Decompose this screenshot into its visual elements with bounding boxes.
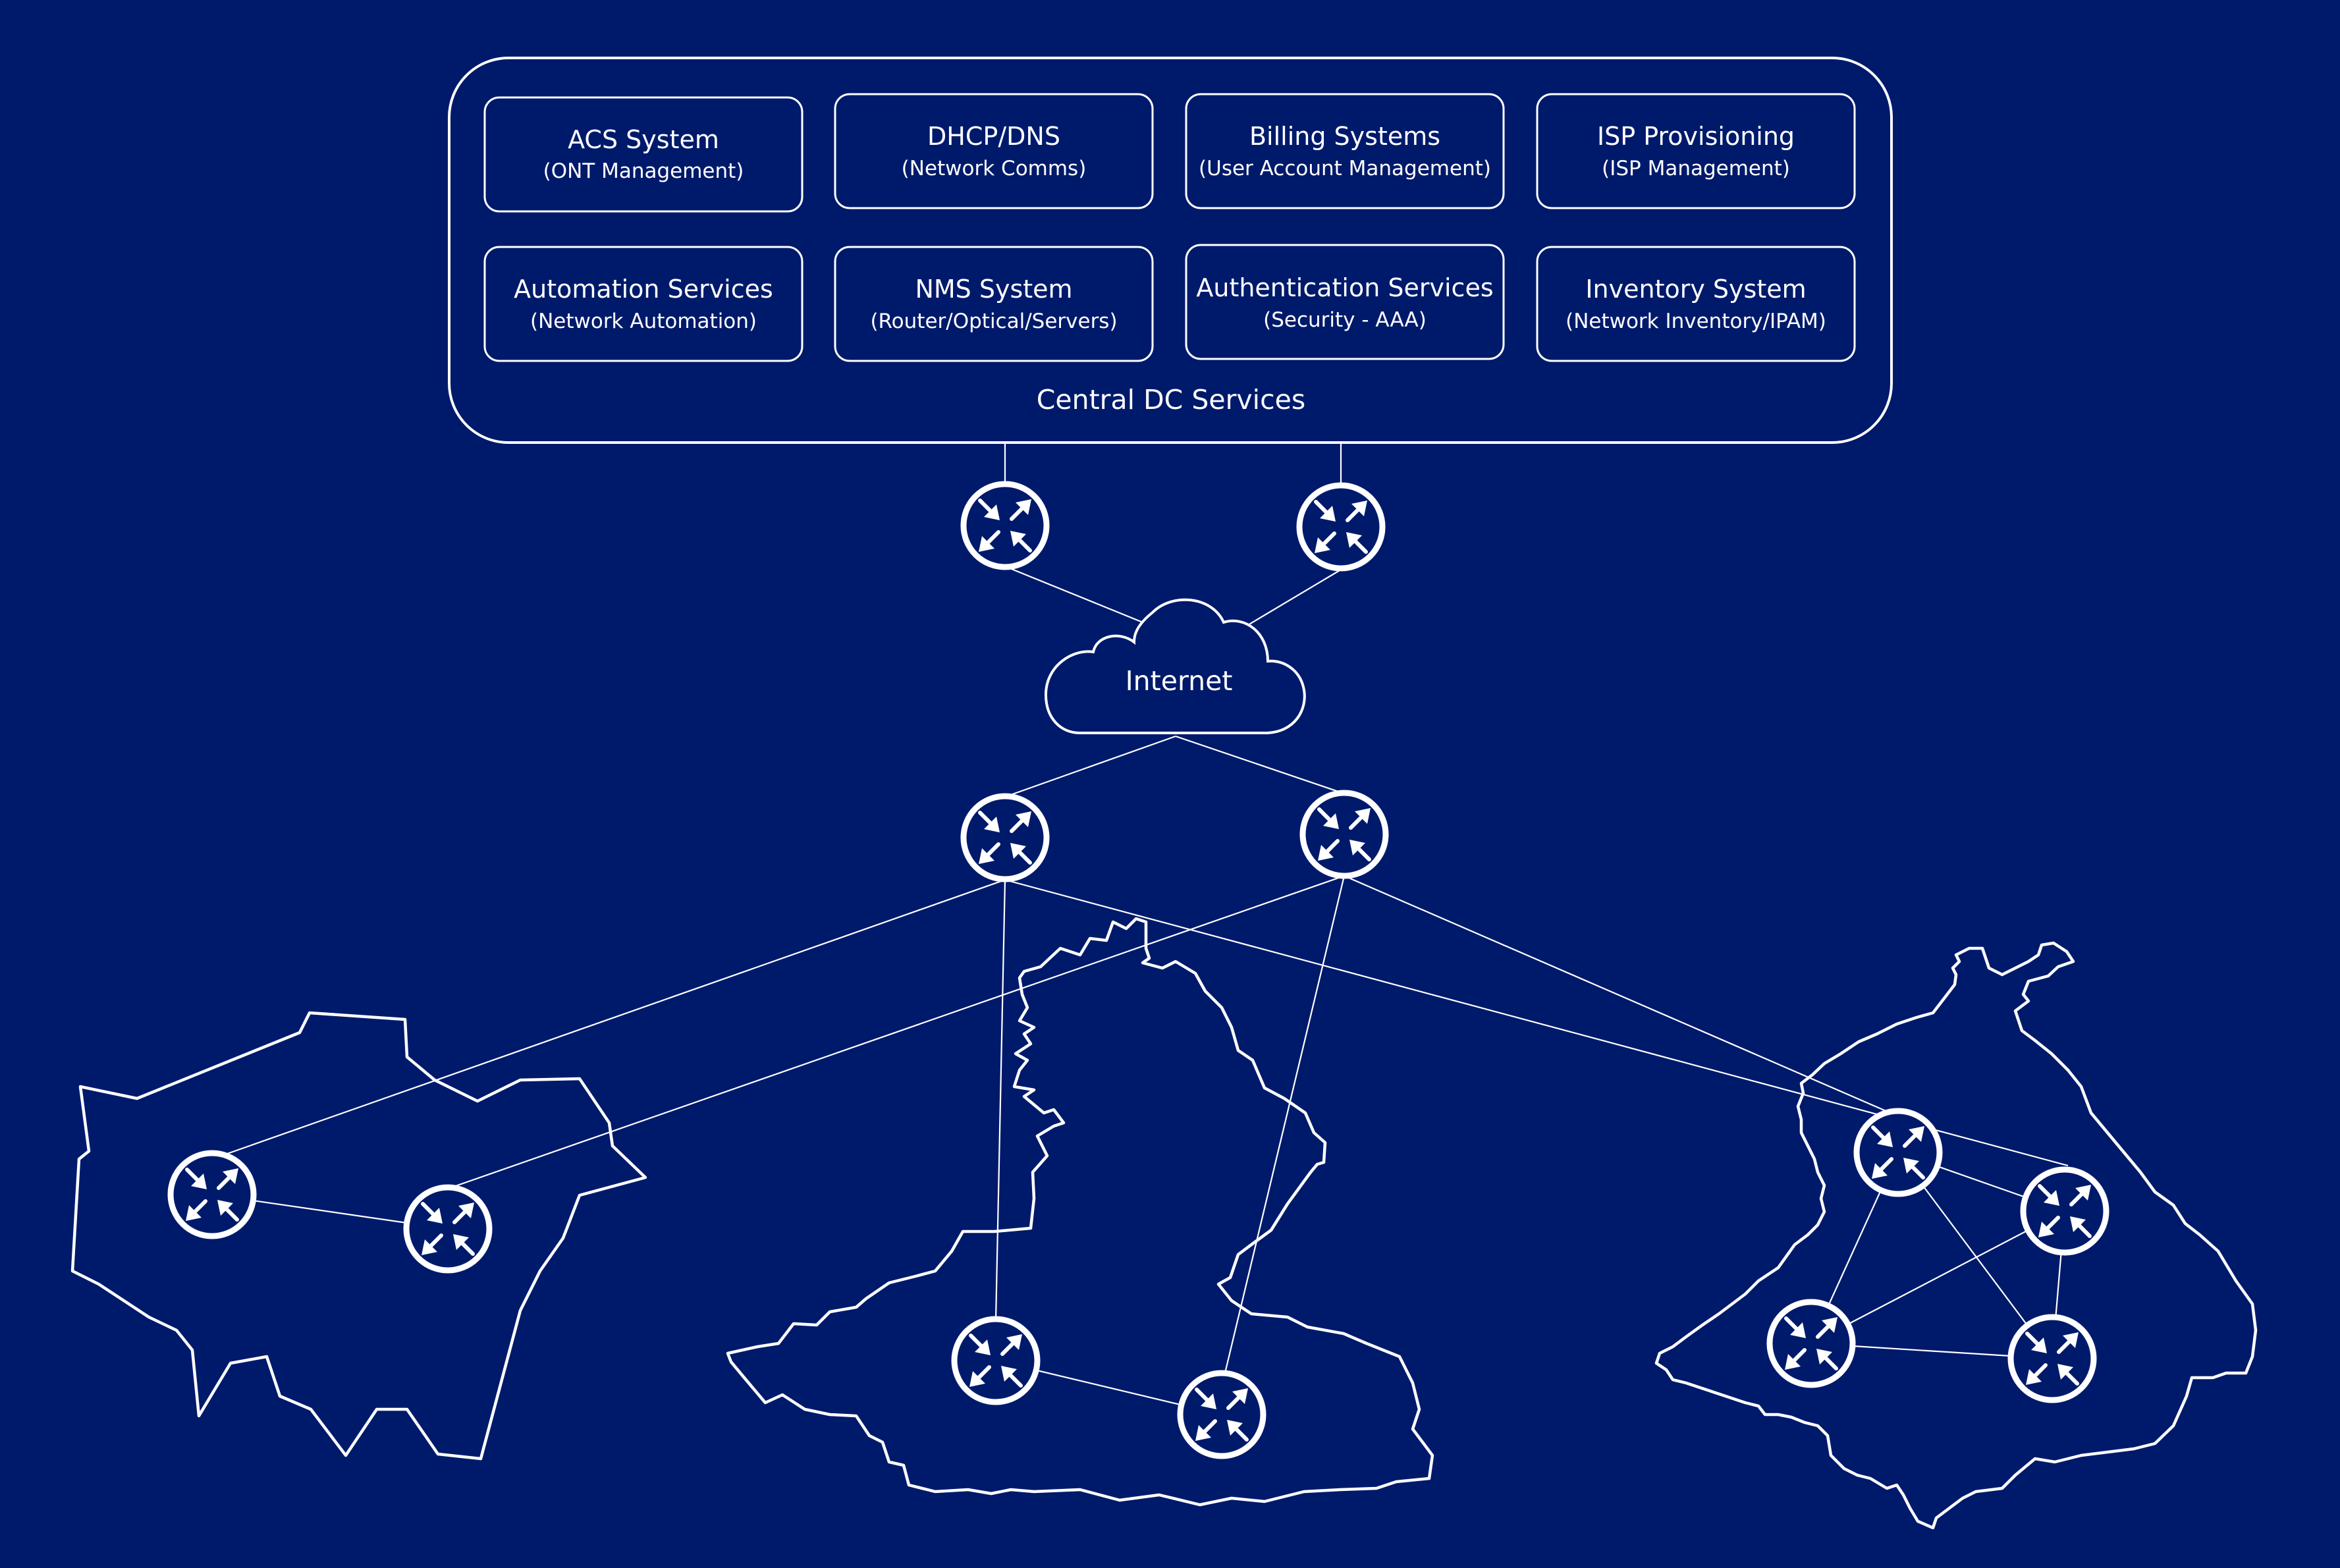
cloud-icon [1044,598,1306,734]
service-subtitle: (Router/Optical/Servers) [870,310,1117,333]
link-internet-router-4 [1175,735,1345,795]
service-subtitle: (Network Automation) [530,310,757,333]
internet-cloud[interactable]: Internet [1044,598,1306,734]
central-dc-services: ACS System (ONT Management) DHCP/DNS (Ne… [448,57,1893,444]
service-subtitle: (ISP Management) [1602,157,1790,180]
service-title: DHCP/DNS [927,122,1060,151]
service-title: Automation Services [514,275,773,304]
service-box-inventory[interactable]: Inventory System (Network Inventory/IPAM… [1536,246,1856,362]
link-router-2-internet [1241,569,1342,630]
service-box-isp-provisioning[interactable]: ISP Provisioning (ISP Management) [1536,93,1856,209]
router-icon[interactable] [2011,1317,2094,1400]
service-box-acs[interactable]: ACS System (ONT Management) [483,96,803,213]
router-icon[interactable] [406,1187,489,1270]
central-dc-container [448,57,1893,444]
router-icon[interactable] [964,484,1047,567]
regions [70,917,2258,1530]
central-dc-label: Central DC Services [1037,384,1305,416]
link-router-4-east-a [1344,875,1899,1118]
service-title: NMS System [915,275,1072,304]
links [211,443,2069,1416]
service-subtitle: (Security - AAA) [1263,308,1427,332]
link-router-4-london-b [447,875,1345,1190]
service-title: ISP Provisioning [1597,122,1795,151]
internet-label: Internet [1126,665,1233,697]
service-box-dhcp-dns[interactable]: DHCP/DNS (Network Comms) [834,93,1154,209]
router-icon[interactable] [954,1319,1037,1402]
router-icon[interactable] [2023,1170,2106,1253]
service-box-nms[interactable]: NMS System (Router/Optical/Servers) [834,246,1154,362]
service-box-automation[interactable]: Automation Services (Network Automation) [483,246,803,362]
router-icon[interactable] [1303,793,1386,876]
router-icon[interactable] [964,796,1047,879]
service-title: ACS System [568,125,719,154]
service-title: Authentication Services [1196,273,1493,302]
service-box-billing[interactable]: Billing Systems (User Account Management… [1185,93,1505,209]
link-router-1-internet [1004,565,1143,624]
router-icon[interactable] [1857,1111,1940,1194]
region-west-outline [70,1011,647,1461]
router-icon[interactable] [1180,1373,1263,1456]
router-icon[interactable] [1299,485,1382,568]
service-box-authentication[interactable]: Authentication Services (Security - AAA) [1185,244,1505,360]
service-subtitle: (Network Comms) [902,157,1087,180]
link-router-3-london-a [211,879,1006,1160]
service-title: Inventory System [1585,275,1806,304]
router-icon[interactable] [171,1153,254,1236]
service-subtitle: (ONT Management) [543,159,744,183]
region-east-outline [1654,941,2258,1530]
service-subtitle: (User Account Management) [1199,157,1491,180]
link-router-4-mid-b [1224,875,1346,1374]
link-east-b-c [1810,1210,2065,1344]
service-subtitle: (Network Inventory/IPAM) [1565,310,1826,333]
router-icon[interactable] [1770,1302,1853,1385]
service-title: Billing Systems [1249,122,1440,151]
region-middle-outline [726,917,1434,1507]
link-internet-router-3 [1004,735,1176,798]
link-router-3-mid-a [994,879,1006,1321]
